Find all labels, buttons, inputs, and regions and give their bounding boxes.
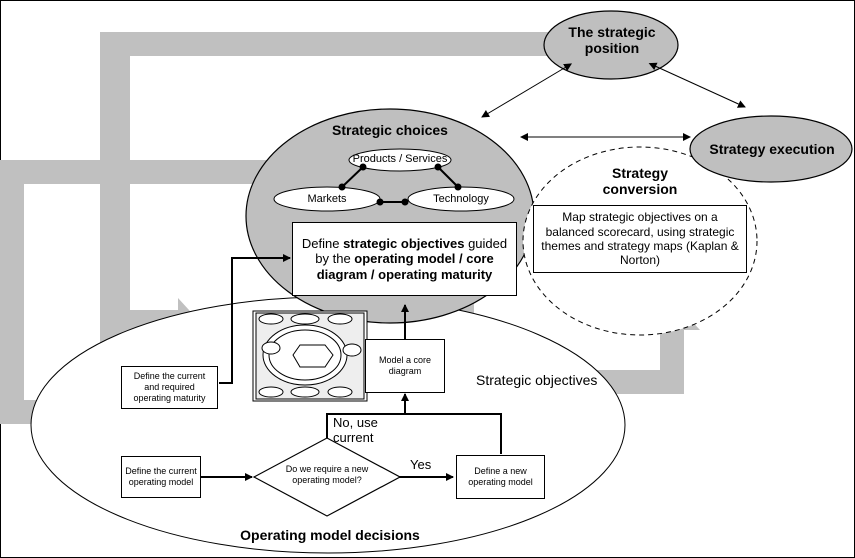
decision-label: Do we require a new operating model? <box>285 464 369 485</box>
arrow-maturity-to-objectives <box>219 254 291 384</box>
no-use-current-label: No, use current <box>333 415 378 445</box>
model-core-diagram-box: Model a core diagram <box>365 339 445 393</box>
arrow-new-up <box>405 413 502 454</box>
strategic-position-label: The strategic position <box>568 24 656 57</box>
define-objectives-box: Define strategic objectives guided by th… <box>292 222 517 296</box>
define-new-box: Define a new operating model <box>456 455 545 499</box>
arrow-no-use-current <box>326 393 409 454</box>
objectives-text-pre: Define <box>301 235 344 251</box>
define-new-text: Define a new operating model <box>468 466 533 487</box>
strategic-choices-label: Strategic choices <box>332 122 448 138</box>
define-objectives-text: Define strategic objectives guided by th… <box>298 236 511 283</box>
gray-arrow-left-vertical <box>100 32 130 352</box>
model-core-text: Model a core diagram <box>378 355 432 376</box>
objectives-text-mid: guided by the <box>315 235 508 267</box>
define-maturity-box: Define the current and required operatin… <box>121 366 218 409</box>
define-maturity-text: Define the current and required operatin… <box>133 371 206 403</box>
map-objectives-text: Map strategic objectives on a balanced s… <box>541 210 739 268</box>
operating-model-decisions-label: Operating model decisions <box>240 527 420 543</box>
strategy-execution-ellipse <box>689 115 853 183</box>
products-services-ellipse <box>348 148 452 172</box>
objectives-text-bold-2: operating model / core diagram / operati… <box>316 251 494 282</box>
technology-label: Technology <box>433 193 489 205</box>
strategy-conversion-label: Strategy conversion <box>602 165 678 198</box>
core-diagram-picture <box>252 310 368 402</box>
connector-dots <box>338 163 462 206</box>
arrow-position-choices <box>481 63 573 118</box>
strategic-position-ellipse <box>543 10 679 80</box>
markets-label: Markets <box>307 193 347 205</box>
decision-diamond <box>252 437 402 517</box>
yes-label: Yes <box>410 457 432 472</box>
gray-arrow-mid-bar <box>0 160 290 184</box>
strategic-objectives-arrow-label: Strategic objectives <box>476 372 598 388</box>
products-services-label: Products / Services <box>352 153 448 165</box>
gray-arrow-top-bar <box>100 32 550 56</box>
gray-arrow-objectives-up <box>660 325 684 394</box>
strategy-execution-label: Strategy execution <box>709 141 835 157</box>
map-objectives-box: Map strategic objectives on a balanced s… <box>533 205 747 273</box>
define-current-box: Define the current operating model <box>121 456 201 498</box>
arrow-position-execution <box>648 62 746 108</box>
gray-arrow-outer-vertical <box>0 160 24 420</box>
objectives-text-bold-1: strategic objectives <box>343 235 465 251</box>
define-current-text: Define the current operating model <box>125 466 197 487</box>
